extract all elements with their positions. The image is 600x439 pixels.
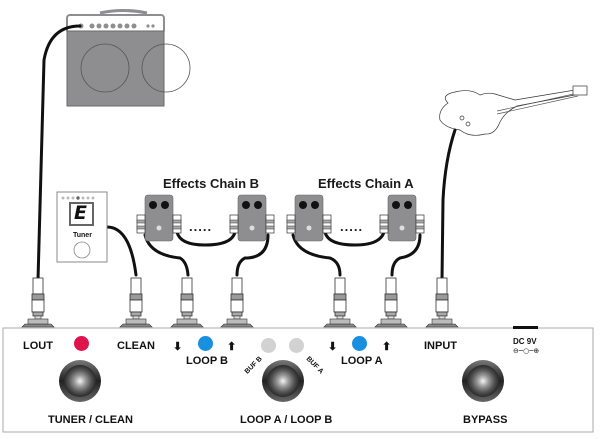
tuner-label: Tuner [73, 232, 92, 239]
footswitch-tuner-clean[interactable] [59, 360, 101, 402]
buf-b-led [261, 338, 276, 353]
chain-b-ellipsis: ..... [189, 219, 213, 234]
loop-a-led [352, 336, 367, 351]
clean-label: CLEAN [117, 340, 155, 352]
chain-a-ellipsis: ..... [340, 219, 364, 234]
buf-a-led [289, 338, 304, 353]
dc-polarity-icon: ⊖─○─⊕ [513, 347, 540, 355]
loop-b-label: LOOP B [186, 355, 228, 367]
tuner-pedal [56, 191, 108, 263]
loop-b-led [198, 336, 213, 351]
loop-a-b-label: LOOP A / LOOP B [240, 414, 333, 426]
electric-guitar [439, 85, 588, 136]
tuner-display: E [74, 202, 87, 224]
chain-b-title: Effects Chain B [163, 176, 260, 191]
cables [36, 24, 457, 282]
loop-b-send-arrow: ⬇ [173, 341, 183, 353]
loop-a-return-arrow: ⬆ [382, 341, 392, 353]
loop-b-return-arrow: ⬆ [227, 341, 237, 353]
chain-a-title: Effects Chain A [318, 176, 414, 191]
bypass-label: BYPASS [463, 414, 508, 426]
lout-label: LOUT [23, 340, 53, 352]
jack-plugs [21, 277, 459, 328]
effects-chain-b-pedals [136, 194, 275, 242]
dc-label: DC 9V [513, 337, 537, 346]
footswitch-loop-a-b[interactable] [262, 360, 304, 402]
effects-chain-a-pedals [286, 194, 425, 242]
input-label: INPUT [424, 340, 457, 352]
loop-a-label: LOOP A [341, 355, 383, 367]
tuner-clean-label: TUNER / CLEAN [48, 414, 133, 426]
loop-a-send-arrow: ⬇ [328, 341, 338, 353]
amplifier [66, 9, 191, 107]
tuner-led [74, 336, 89, 351]
dc-jack [513, 326, 538, 329]
footswitch-bypass[interactable] [462, 360, 504, 402]
